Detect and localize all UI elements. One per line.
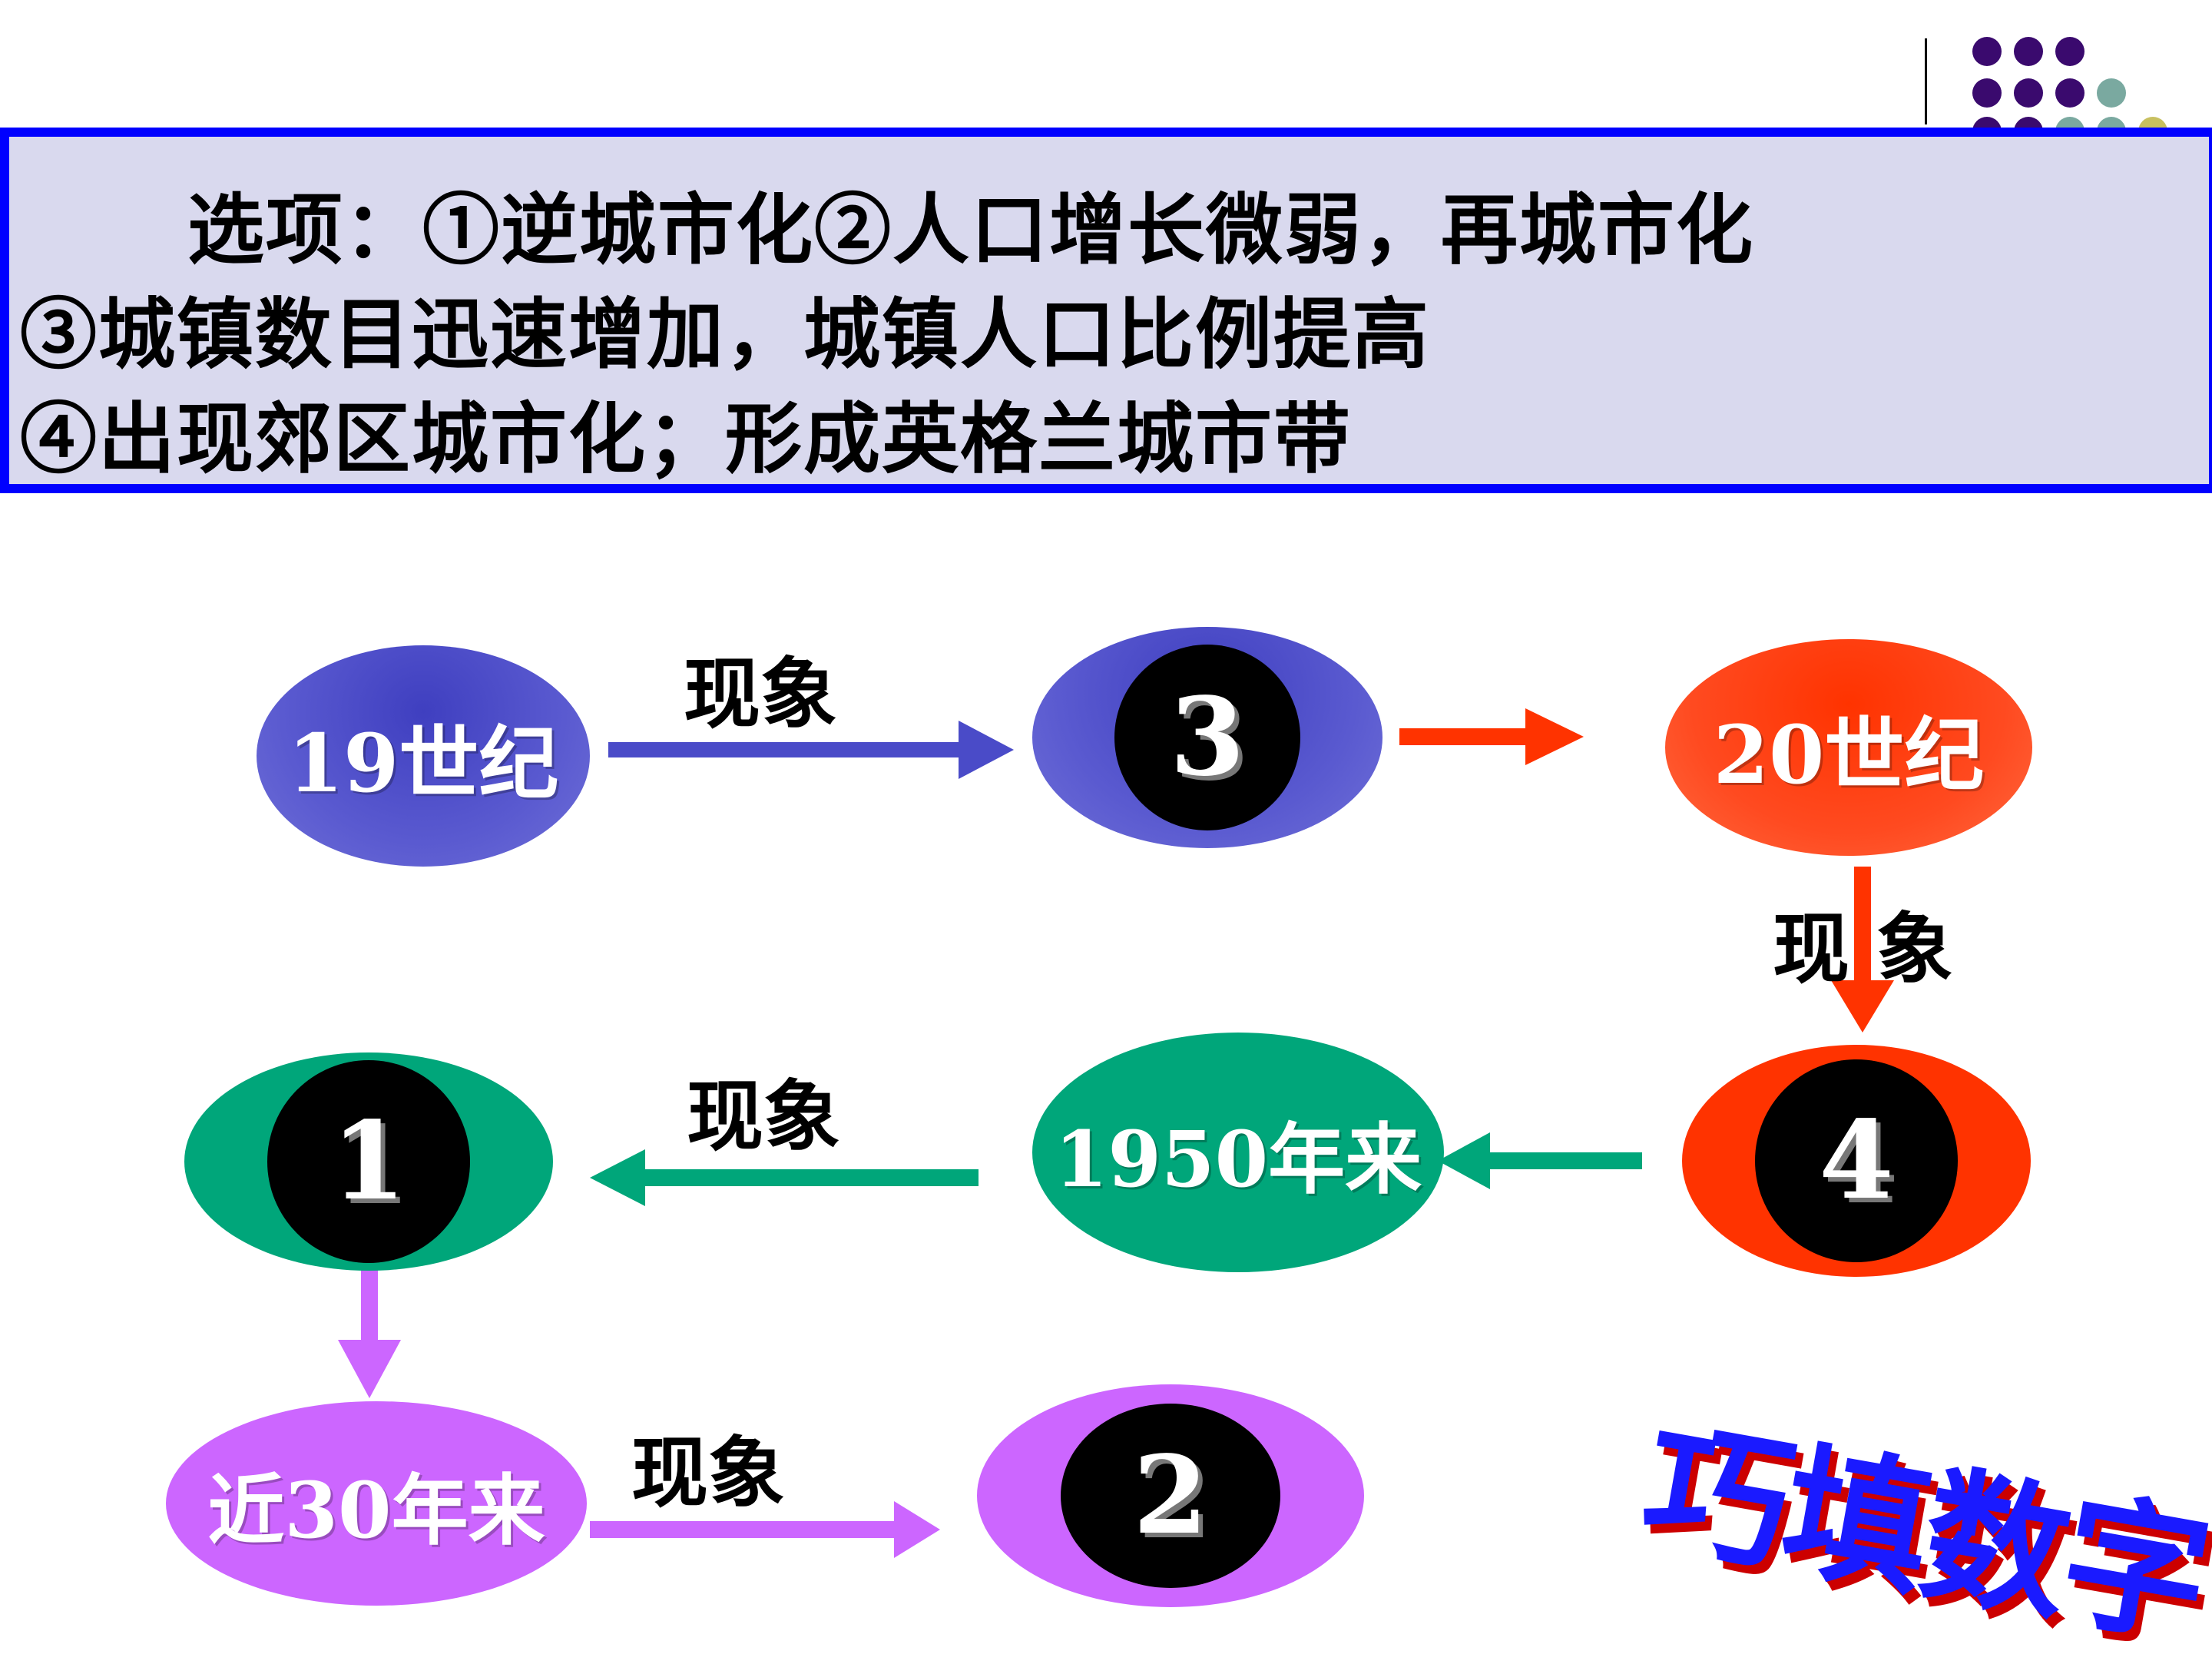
node-since-1950-label: 1950年来 — [1054, 1113, 1422, 1205]
options-panel: 选项：①逆城市化②人口增长微弱，再城市化 ③城镇数目迅速增加，城镇人口比例提高 … — [0, 128, 2212, 493]
options-line-3: ④出现郊区城市化；形成英格兰城市带 — [20, 393, 1352, 484]
arrow-4-to-1950 — [1438, 1132, 1642, 1189]
node-recent-30-years: 近30年来 — [166, 1401, 587, 1606]
blank-number-3: 3 — [1170, 675, 1245, 801]
decor-dot — [2055, 37, 2085, 66]
node-since-1950: 1950年来 — [1032, 1033, 1444, 1272]
decor-dot — [2097, 78, 2126, 108]
blank-number-4: 4 — [1819, 1098, 1894, 1224]
node-blank-4: 4 — [1682, 1045, 2031, 1277]
node-blank-3: 3 — [1032, 627, 1382, 848]
node-19th-century-label: 19世纪 — [287, 715, 559, 810]
blank-circle-1: 1 — [267, 1060, 470, 1263]
node-19th-century: 19世纪 — [257, 645, 590, 867]
arrow-20c-to-4 — [1831, 867, 1894, 1033]
phenomenon-label-bottom: 现象 — [631, 1428, 785, 1518]
divider-line — [1925, 38, 1927, 124]
decor-dot — [2055, 78, 2085, 108]
node-20th-century-label: 20世纪 — [1713, 707, 1985, 802]
arrow-3-to-20c — [1399, 708, 1584, 765]
options-line-1: 选项：①逆城市化②人口增长微弱，再城市化 — [31, 184, 1754, 275]
arrow-19c-to-3 — [608, 721, 1014, 779]
arrow-1950-to-1 — [590, 1149, 979, 1206]
phenomenon-label-middle: 现象 — [687, 1072, 840, 1162]
node-blank-1: 1 — [184, 1052, 553, 1271]
blank-number-2: 2 — [1133, 1433, 1208, 1559]
node-recent-30-years-label: 近30年来 — [207, 1464, 545, 1556]
arrow-1-to-recent — [338, 1266, 401, 1398]
blank-circle-3: 3 — [1114, 645, 1300, 830]
blank-number-1: 1 — [331, 1099, 406, 1225]
decor-dot — [2014, 37, 2043, 66]
phenomenon-label-right: 现 象 — [1773, 904, 1953, 994]
decor-dot — [2014, 78, 2043, 108]
decor-dot — [1972, 37, 2002, 66]
decor-dot — [1972, 78, 2002, 108]
node-20th-century: 20世纪 — [1665, 639, 2032, 856]
blank-circle-4: 4 — [1755, 1059, 1958, 1262]
blank-circle-2: 2 — [1061, 1404, 1280, 1588]
arrow-recent-to-2 — [590, 1501, 940, 1558]
options-line-2: ③城镇数目迅速增加，城镇人口比例提高 — [20, 289, 1430, 380]
node-blank-2: 2 — [977, 1384, 1364, 1607]
phenomenon-label-top: 现象 — [684, 649, 837, 739]
